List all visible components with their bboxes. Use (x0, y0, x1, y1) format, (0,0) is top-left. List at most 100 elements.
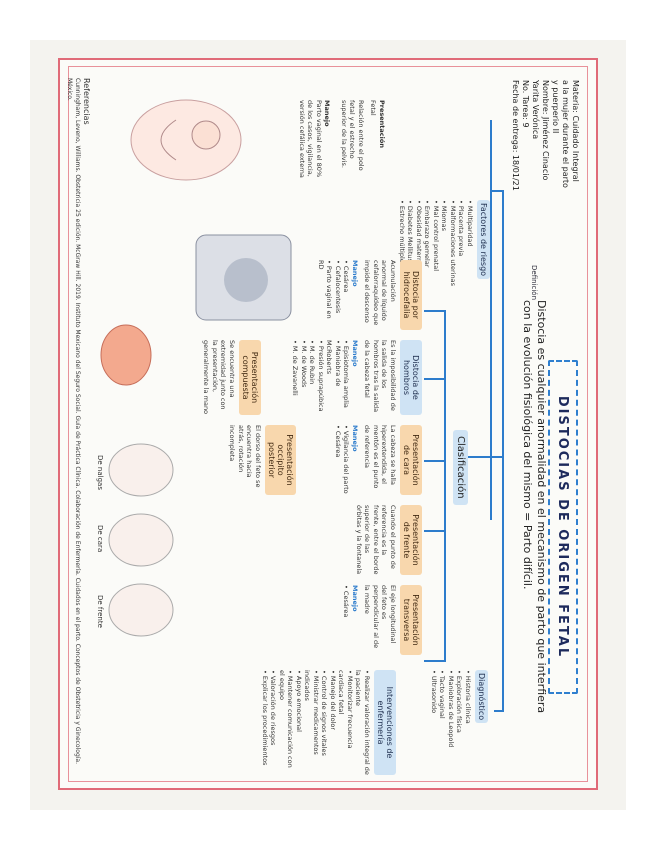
info-line: Materia: Cuidado Integral (571, 80, 580, 182)
list-item: M. de Woods (300, 340, 308, 415)
info-line: No. Tarea: 9 (521, 80, 530, 128)
connector-line (490, 120, 492, 520)
manejo-list: Vigilancia del parto Cesárea (334, 425, 351, 495)
manejo-label: Manejo (351, 425, 359, 452)
list-item: Exploración física (455, 670, 464, 770)
list-item: Presión suprapúbica (317, 340, 325, 415)
list-item: Mantener comunicación con el equipo (278, 670, 295, 775)
list-item: Cesárea (342, 260, 351, 330)
connector-line (468, 456, 504, 458)
info-line: Yarita Verónica (531, 80, 540, 140)
list-item: Placenta previa (457, 200, 466, 310)
list-item: Valoración de riesgos (269, 670, 278, 775)
list-item: Parto vaginal en RD (317, 260, 334, 330)
diagnostico-list: Historia clínica Exploración física Mani… (430, 670, 472, 770)
cara-text: La cabeza se halla hiperextendida, el me… (363, 425, 398, 489)
definition-text: Distocia es cualquier anormalidad en el … (521, 300, 548, 714)
manejo-list: Episiotomía amplia Maniobra de McRoberts… (291, 340, 351, 415)
pelvis-illustration (195, 234, 292, 321)
list-item: Miomas (440, 200, 449, 310)
transversa-text: El eje longitudinal del feto es perpendi… (363, 585, 398, 649)
frente-text: Cuando el punto de referencia es la fren… (355, 505, 397, 575)
info-line: Nombre: Jiménez Cinacio (541, 80, 550, 181)
connector-line (424, 530, 446, 532)
list-item: Tacto vaginal (438, 670, 447, 770)
presentacion-section: Presentación Fetal Relación entre el pol… (298, 100, 386, 180)
intervenciones-title: Intervenciones de enfermería (374, 670, 396, 775)
references-text: Cunningham, Leveno, Williams. Obstetrici… (66, 78, 81, 765)
list-item: Cesárea (334, 425, 342, 495)
concept-map-sheet: Materia: Cuidado Integral a la mujer dur… (58, 58, 598, 790)
connector-line (502, 190, 504, 710)
list-item: Maniobras de Leopold (447, 670, 455, 770)
list-item: Ultrasonido (430, 670, 438, 770)
list-item: Historia clínica (464, 670, 472, 770)
manejo-list: Cesárea (342, 585, 351, 655)
list-item: Cesárea (342, 585, 351, 655)
list-item: Episiotomía amplia (342, 340, 351, 415)
diagnostico-section: Diagnóstico Historia clínica Exploración… (430, 670, 495, 770)
hidrocefalia-title: Distocia por hidrocefalia (400, 260, 422, 330)
connector-line (444, 310, 446, 660)
list-item: Cefalocentesis (334, 260, 342, 330)
info-line: y puerperio II (551, 80, 560, 134)
list-item: Ministrar medicamentos indicados (303, 670, 321, 775)
intervenciones-section: Intervenciones de enfermería Realizar va… (261, 670, 396, 775)
fetus-breech-illustration (108, 443, 174, 497)
fetus-face-illustration (108, 513, 174, 567)
list-item: Malformaciones uterinas (449, 200, 457, 310)
transversa-title: Presentación transversa (400, 585, 422, 655)
manejo-label: Manejo (351, 260, 359, 287)
presentacion-sub: Fetal (369, 100, 378, 116)
podalica-title: Presentación occipito posterior (265, 425, 296, 495)
clasificacion-label: Clasificación (453, 430, 468, 505)
list-item: Multiparidad (466, 200, 474, 310)
figure-label: De frente (96, 595, 104, 628)
manejo-label: Manejo (323, 100, 332, 127)
transversa-section: Presentación transversa El eje longitudi… (342, 585, 422, 655)
student-info: Materia: Cuidado Integral a la mujer dur… (510, 80, 580, 200)
list-item: M. de Rubin (308, 340, 317, 415)
list-item: M. de Zavanelli (291, 340, 300, 415)
connector-line (424, 460, 446, 462)
list-item: Embarazo gemelar (423, 200, 432, 310)
list-item: Realizar valoración integral de la pacie… (354, 670, 372, 775)
compuesta-title: Presentación compuesta (239, 340, 261, 415)
cara-title: Presentación de cara (400, 425, 422, 495)
list-item: Monitorizar frecuencia cardiaca fetal (337, 670, 355, 775)
podalica-text: El dorso del feto se encuentra hacia atr… (228, 425, 263, 488)
diagnostico-title: Diagnóstico (475, 670, 488, 724)
list-item: Vigilancia del parto (342, 425, 351, 495)
manejo-label: Manejo (351, 585, 359, 612)
factores-title: Factores de riesgo (477, 200, 490, 280)
list-item: Explicar los procedimientos (261, 670, 269, 775)
compuesta-section: Presentación compuesta Se encuentra una … (202, 340, 261, 415)
frente-section: Presentación de frente Cuando el punto d… (355, 505, 422, 575)
connector-line (424, 378, 446, 380)
figure-label: De nalgas (96, 455, 104, 490)
connector-line (424, 660, 446, 662)
list-item: Manejo del dolor (329, 670, 337, 775)
references-title: Referencias (82, 78, 91, 125)
list-item: Apoyo emocional (295, 670, 303, 775)
compuesta-text: Se encuentra una extremidad junto con la… (202, 340, 237, 415)
connector-line (424, 310, 446, 312)
manejo-list: Cesárea Cefalocentesis Parto vaginal en … (317, 260, 351, 330)
info-line: a la mujer durante el parto (561, 80, 570, 188)
fetus-brow-illustration (108, 583, 174, 637)
info-line: Fecha de entrega: 18/01/21 (511, 80, 520, 191)
list-item: Maniobra de McRoberts (325, 340, 343, 415)
cara-section: Presentación de cara La cabeza se halla … (334, 425, 422, 495)
list-item: Control de signos vitales (320, 670, 329, 775)
hidrocefalia-section: Distocia por hidrocefalia Acumulación an… (317, 260, 422, 330)
page-title: DISTOCIAS DE ORIGEN FETAL (548, 360, 578, 694)
presentacion-label: Presentación (378, 100, 386, 148)
connector-line (494, 710, 504, 712)
intervenciones-list: Realizar valoración integral de la pacie… (261, 670, 372, 775)
list-item: Mal control prenatal (432, 200, 440, 310)
podalica-section: Presentación occipito posterior El dorso… (228, 425, 296, 495)
hombros-text: Es la imposibilidad de la salida de los … (363, 340, 398, 413)
connector-line (492, 190, 504, 192)
manejo-text: Parto vaginal en el 80% de los casos, vi… (298, 100, 323, 178)
hidrocefalia-text: Acumulación anormal de líquido cefalorra… (363, 260, 398, 326)
